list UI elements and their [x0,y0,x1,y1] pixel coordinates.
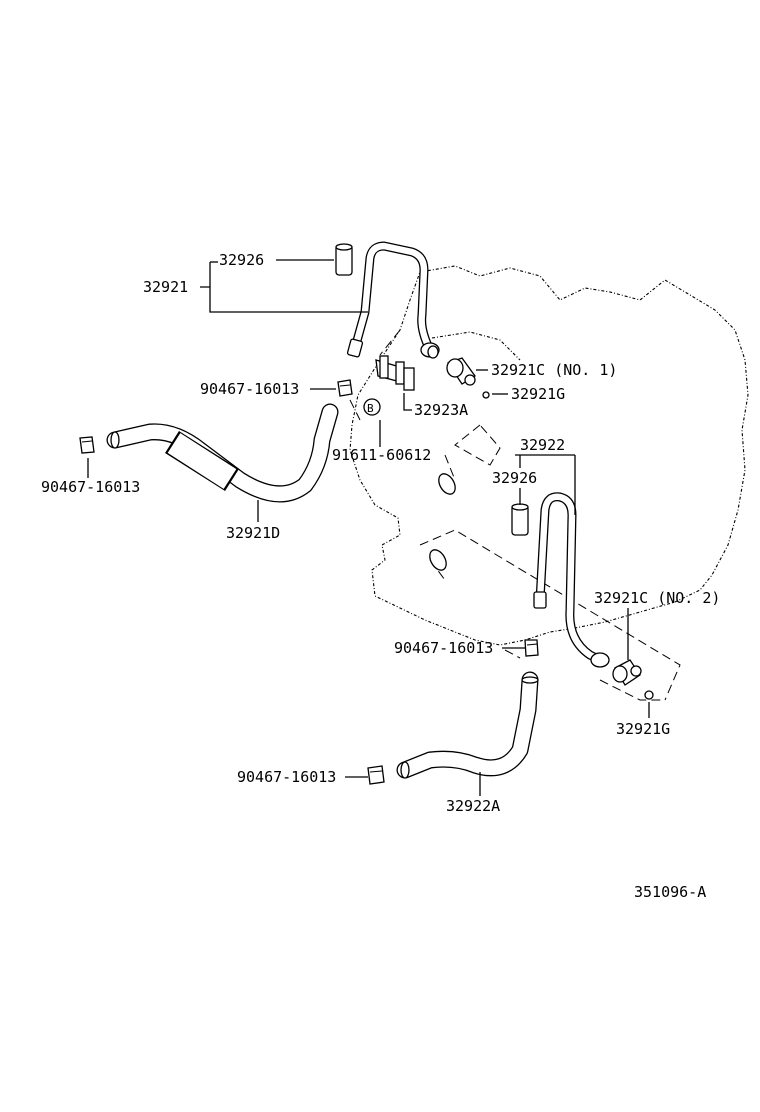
hose-32926-mid [511,503,529,536]
label-91611: 91611-60612 [332,446,431,464]
union-32921c-no2 [612,659,642,686]
o-ring-32921g-bottom [644,690,654,700]
housing-seal-rings [429,473,456,571]
hose-32922a [396,671,539,779]
callout-b-circle [363,398,381,416]
transaxle-housing-outline [349,265,749,646]
hose-32921d [106,403,339,503]
label-32923a: 32923A [414,401,468,419]
clip-90467-d [367,765,385,785]
leader-lines [87,259,650,796]
label-32926-mid: 32926 [492,469,537,487]
label-reference-code: 351096-A [634,883,706,901]
oil-cooler-pipe-32921 [346,241,440,359]
label-32922: 32922 [520,436,565,454]
label-32921g-bottom: 32921G [616,720,670,738]
part-labels: 32926 32921 32921C (NO. 1) 32921G 90467-… [41,251,720,901]
label-32921: 32921 [143,278,188,296]
clip-90467-c [524,639,539,657]
label-90467-a: 90467-16013 [200,380,299,398]
label-32921g-top: 32921G [511,385,565,403]
clip-90467-a [337,379,353,397]
label-32926-top: 32926 [219,251,264,269]
oil-cooler-pipe-32922 [533,492,610,668]
clamp-32923a [375,355,415,391]
label-90467-b: 90467-16013 [41,478,140,496]
union-32921c-no1 [446,357,476,386]
hose-32926-top [335,243,353,276]
label-32921c-no1: 32921C (NO. 1) [491,361,617,379]
label-90467-c: 90467-16013 [394,639,493,657]
o-ring-32921g-top [482,391,490,399]
clip-90467-b [79,436,95,454]
label-callout-b: B [367,402,374,415]
label-90467-d: 90467-16013 [237,768,336,786]
label-32921c-no2: 32921C (NO. 2) [594,589,720,607]
label-32922a: 32922A [446,797,500,815]
label-32921d: 32921D [226,524,280,542]
